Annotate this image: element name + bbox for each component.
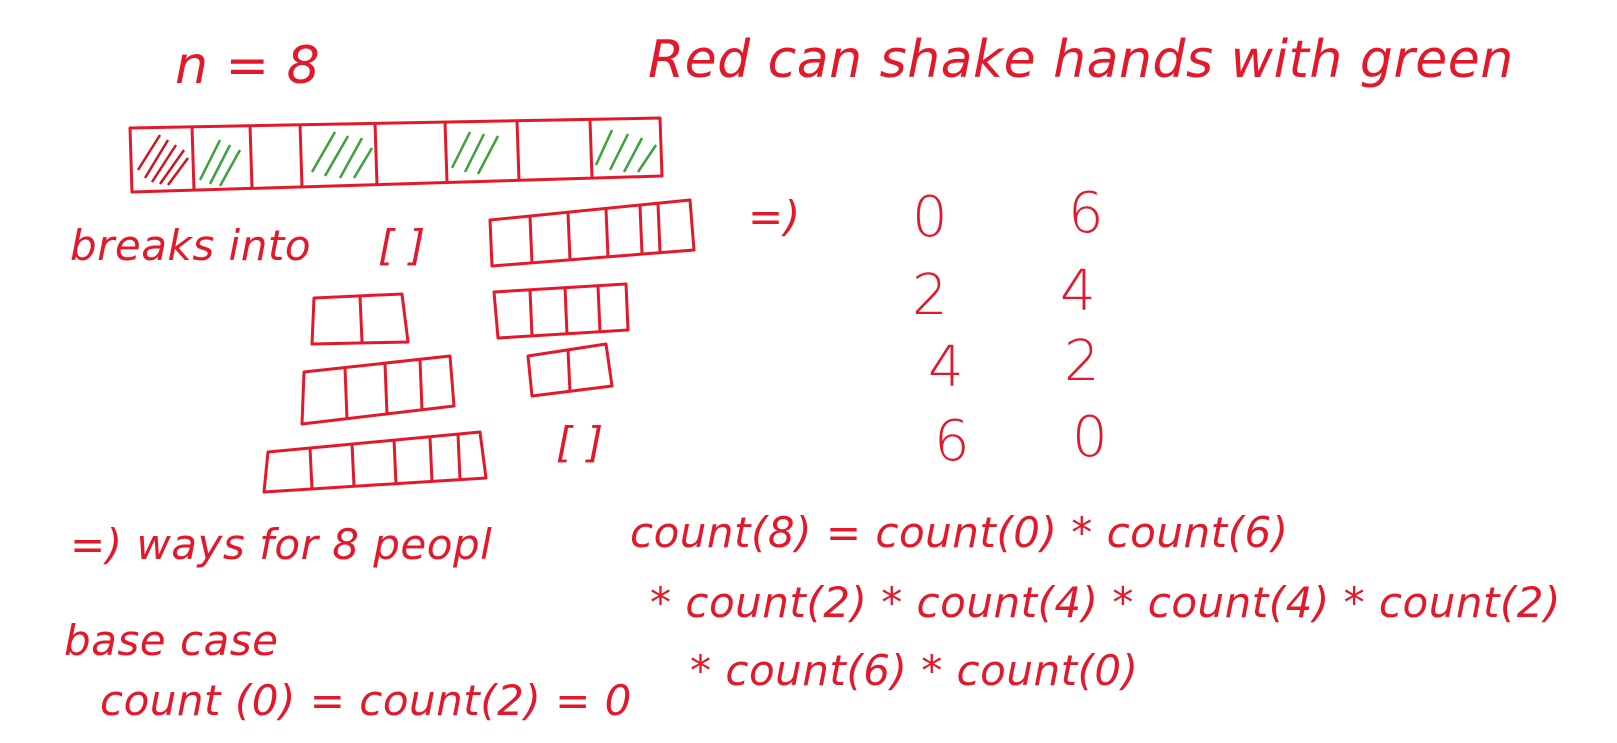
heading-n: n = 8	[175, 36, 321, 96]
green-hatch-1	[198, 139, 242, 187]
empty-partition-left: [ ]	[378, 221, 426, 270]
empty-partition-right: [ ]	[556, 418, 604, 467]
formula-line-1: count(8) = count(0) * count(6)	[630, 508, 1289, 557]
strip-divider	[190, 125, 196, 191]
pair-right-value: 6	[1068, 181, 1105, 246]
strip-divider	[588, 119, 594, 179]
base-case-formula: count (0) = count(2) = 0	[100, 676, 632, 725]
breaks-into-label: breaks into	[70, 221, 312, 270]
formula-line-2: * count(2) * count(4) * count(4) * count…	[650, 578, 1561, 627]
formula-line-3: * count(6) * count(0)	[690, 646, 1139, 695]
pair-left-value: 2	[912, 263, 949, 328]
partition-box-4-left	[300, 354, 456, 426]
strip-divider	[298, 123, 304, 188]
pair-left-value: 4	[928, 335, 965, 400]
green-hatch-4	[594, 129, 658, 173]
strip-divider	[248, 124, 254, 189]
partition-box-6-left	[262, 430, 488, 494]
strip-divider	[373, 122, 379, 186]
ways-line: =) ways for 8 peopl	[70, 520, 493, 569]
green-hatch-3	[450, 131, 500, 175]
pair-right-value: 0	[1072, 405, 1109, 470]
partition-box-6	[488, 198, 696, 268]
partition-box-4-right	[492, 282, 630, 340]
arrow-symbol: =)	[748, 192, 801, 241]
base-case-label: base case	[64, 616, 279, 665]
partition-box-2-right	[526, 342, 614, 398]
heading-rule: Red can shake hands with green	[648, 30, 1514, 90]
pair-left-value: 0	[912, 185, 949, 250]
strip-divider	[443, 121, 449, 183]
partition-box-2-left	[310, 292, 410, 346]
pair-right-value: 4	[1060, 259, 1097, 324]
main-strip-outline	[128, 116, 664, 194]
strip-divider	[515, 120, 521, 181]
red-hatch	[136, 134, 190, 186]
pair-left-value: 6	[934, 409, 971, 474]
pair-right-value: 2	[1064, 329, 1101, 394]
green-hatch-2	[310, 131, 374, 179]
main-strip	[128, 116, 664, 194]
